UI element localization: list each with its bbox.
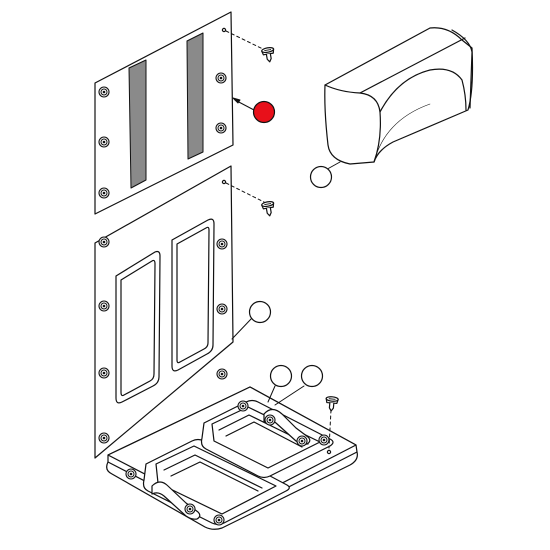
seat-panel [106,386,358,530]
screw-icon [324,395,339,413]
foam-block [324,27,474,165]
callout-foam-block[interactable] [309,165,333,189]
callout-seat-strap-left[interactable] [269,364,293,388]
top-panel [94,11,234,215]
callout-back-panel[interactable] [248,300,272,324]
screw-icon [260,46,277,64]
screw-icon [260,200,277,218]
callout-top-panel[interactable] [252,100,276,124]
callout-seat-strap-right[interactable] [300,364,324,388]
back-panel [94,165,234,459]
callout-leaders [231,97,341,406]
